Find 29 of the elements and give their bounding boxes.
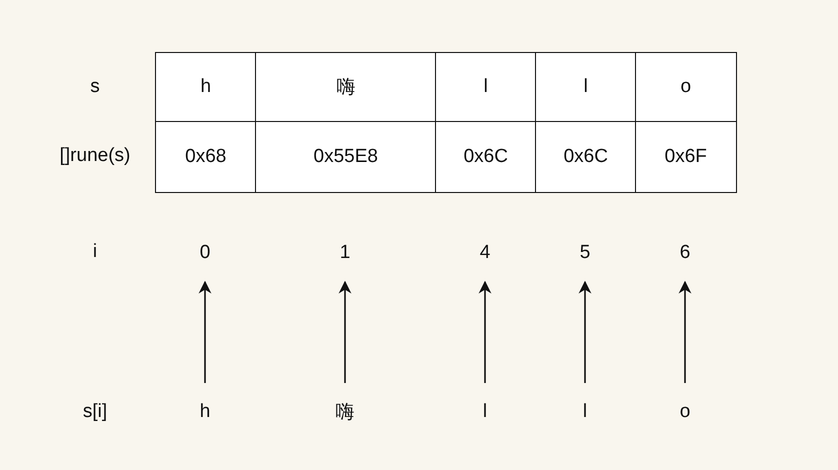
character-label: h [185,399,225,425]
index-number: 6 [665,240,705,266]
row-label: []rune(s) [58,144,132,168]
index-number: 4 [465,240,505,266]
table-cell: 0x6C [435,121,536,192]
table-cell: 0x68 [155,121,256,192]
row-label: i [92,240,98,264]
character-label: l [565,399,605,425]
arrow [678,280,692,383]
row-label: s [89,74,101,98]
arrow [198,280,212,383]
table-cell: 0x55E8 [255,121,436,192]
character-label: o [665,399,705,425]
table-cell: o [635,52,736,122]
table-cell: 0x6F [635,121,736,192]
arrow [338,280,352,383]
character-label: l [465,399,505,425]
arrow [478,280,492,383]
table-cell: 嗨 [255,52,436,122]
index-number: 0 [185,240,225,266]
index-number: 1 [325,240,365,266]
table-cell: l [535,52,636,122]
row-label: s[i] [82,400,108,424]
arrow [578,280,592,383]
table-cell: 0x6C [535,121,636,192]
table-cell: h [155,52,256,122]
index-number: 5 [565,240,605,266]
table-cell: l [435,52,536,122]
character-label: 嗨 [325,399,365,425]
